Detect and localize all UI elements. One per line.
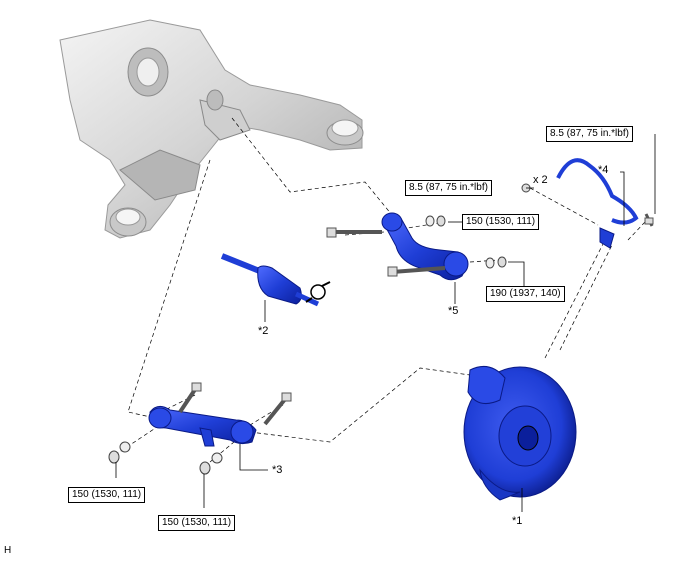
torque-label-sensor-bolt: 8.5 (87, 75 in.*lbf) xyxy=(546,126,633,142)
torque-label-upper-arm-rear: 190 (1937, 140) xyxy=(486,286,565,302)
callout-5: *5 xyxy=(448,305,459,317)
callout-2: *2 xyxy=(258,325,269,337)
torque-label-lower-arm-right: 150 (1530, 111) xyxy=(158,515,236,531)
drive-shaft xyxy=(220,253,331,307)
quantity-label: x 2 xyxy=(533,174,548,186)
torque-label-lower-arm-left: 150 (1530, 111) xyxy=(68,487,146,503)
lower-control-arm xyxy=(148,406,257,447)
lower-arm-bolts xyxy=(108,382,292,475)
torque-label-upper-arm-front: 150 (1530, 111) xyxy=(462,214,540,230)
label-leaders xyxy=(115,134,656,512)
upper-control-arm xyxy=(381,212,469,281)
callout-4: *4 xyxy=(598,164,609,176)
corner-mark: H xyxy=(4,545,12,556)
knuckle-disc-assembly xyxy=(463,365,577,501)
torque-label-sensor-bolt-x2: 8.5 (87, 75 in.*lbf) xyxy=(405,180,492,196)
callout-1: *1 xyxy=(512,515,523,527)
upper-arm-bolts xyxy=(326,215,507,277)
rear-subframe xyxy=(59,19,364,239)
callout-3: *3 xyxy=(272,464,283,476)
